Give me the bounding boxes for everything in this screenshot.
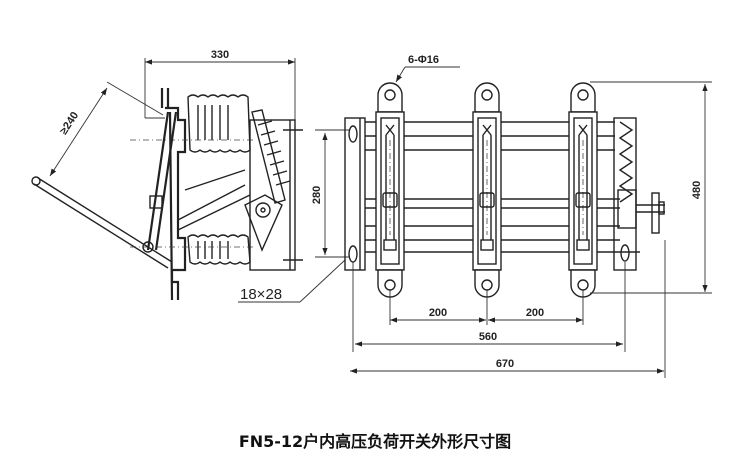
lower-insulator [187, 234, 251, 265]
dim-pitch-1-label: 200 [429, 307, 447, 319]
dim-330: 330 [144, 49, 296, 120]
operating-handle [31, 176, 173, 269]
front-view: 6-Φ16 480 200 200 560 670 [344, 54, 712, 378]
dim-280-label: 280 [311, 186, 323, 204]
terminal-hole-callout: 6-Φ16 [395, 54, 460, 83]
dim-670: 670 [350, 240, 666, 378]
side-view: 330 ≥240 [31, 49, 350, 303]
spring-assembly [251, 109, 291, 204]
dim-330-label: 330 [211, 49, 229, 61]
pole-1 [375, 82, 405, 298]
dim-pole-pitch: 200 200 [389, 290, 584, 325]
dim-240: ≥240 [49, 81, 164, 177]
pole-2 [472, 82, 502, 298]
dim-480: 480 [590, 81, 712, 294]
slot-size-label: 18×28 [240, 286, 282, 303]
shafts [365, 121, 640, 253]
drawing-caption: FN5-12户内高压负荷开关外形尺寸图 [238, 432, 512, 451]
dim-480-label: 480 [691, 181, 703, 199]
dim-280: 280 [311, 129, 350, 258]
pole-3 [568, 82, 598, 298]
dim-670-label: 670 [496, 358, 514, 370]
terminal-holes-label: 6-Φ16 [408, 54, 439, 66]
dim-560-label: 560 [479, 331, 497, 343]
dim-560: 560 [352, 262, 626, 352]
operating-mechanism [613, 117, 665, 271]
dim-pitch-2-label: 200 [526, 307, 544, 319]
upper-insulator [187, 94, 251, 153]
slot-callout: 18×28 [238, 259, 346, 303]
